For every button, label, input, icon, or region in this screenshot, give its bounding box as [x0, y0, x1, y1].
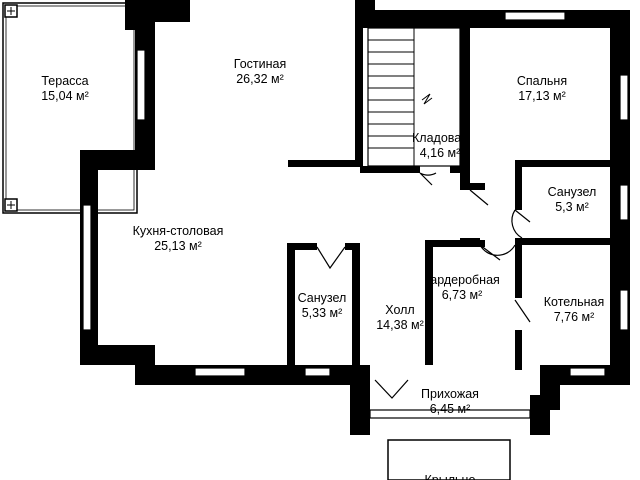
room-area-pantry: 4,16 м² — [420, 146, 461, 160]
staircase — [367, 27, 461, 167]
window-boiler-bottom — [569, 367, 606, 377]
room-name-boiler: Котельная — [544, 295, 605, 309]
terrace-outline — [2, 2, 138, 214]
door-wardrobe — [479, 244, 516, 261]
window-bathroom-left — [304, 367, 331, 377]
room-area-terrace: 15,04 м² — [41, 89, 89, 103]
interior-walls — [287, 10, 615, 370]
door-boiler — [514, 299, 531, 323]
room-area-hall: 14,38 м² — [376, 318, 424, 332]
window-kitchen-bay — [82, 204, 92, 331]
room-area-bathroom-left: 5,33 м² — [302, 306, 343, 320]
window-boiler — [619, 289, 629, 331]
room-area-entrance: 6,45 м² — [430, 402, 471, 416]
door-bedroom — [469, 189, 489, 206]
room-name-bedroom: Спальня — [517, 74, 567, 88]
room-area-bedroom: 17,13 м² — [518, 89, 566, 103]
door-bathroom-left — [316, 246, 346, 270]
room-area-wardrobe: 6,73 м² — [442, 288, 483, 302]
room-area-kitchen: 25,13 м² — [154, 239, 202, 253]
room-name-kitchen: Кухня-столовая — [133, 224, 224, 238]
room-name-hall: Холл — [385, 303, 414, 317]
room-name-pantry: Кладовая — [412, 131, 468, 145]
window-bathroom-right — [619, 184, 629, 221]
door-bathroom-right — [511, 209, 531, 239]
window-living-left — [136, 49, 146, 121]
room-area-bathroom-right: 5,3 м² — [555, 200, 589, 214]
door-pantry — [419, 172, 437, 186]
room-name-living: Гостиная — [234, 57, 286, 71]
porch-outline — [387, 439, 511, 480]
room-area-living: 26,32 м² — [236, 72, 284, 86]
windows — [82, 11, 629, 419]
room-name-bathroom-left: Санузел — [298, 291, 347, 305]
room-name-bathroom-right: Санузел — [548, 185, 597, 199]
room-name-wardrobe: Гардеробная — [424, 273, 500, 287]
room-name-terrace: Терасса — [41, 74, 88, 88]
window-bedroom-top — [504, 11, 566, 21]
room-name-entrance: Прихожая — [421, 387, 479, 401]
window-bedroom-right — [619, 74, 629, 121]
window-entrance — [369, 409, 531, 419]
door-entrance — [374, 379, 409, 399]
room-area-boiler: 7,76 м² — [554, 310, 595, 324]
window-kitchen-bottom — [194, 367, 246, 377]
doors — [316, 172, 531, 399]
room-name-porch: Крыльцо — [425, 473, 476, 480]
